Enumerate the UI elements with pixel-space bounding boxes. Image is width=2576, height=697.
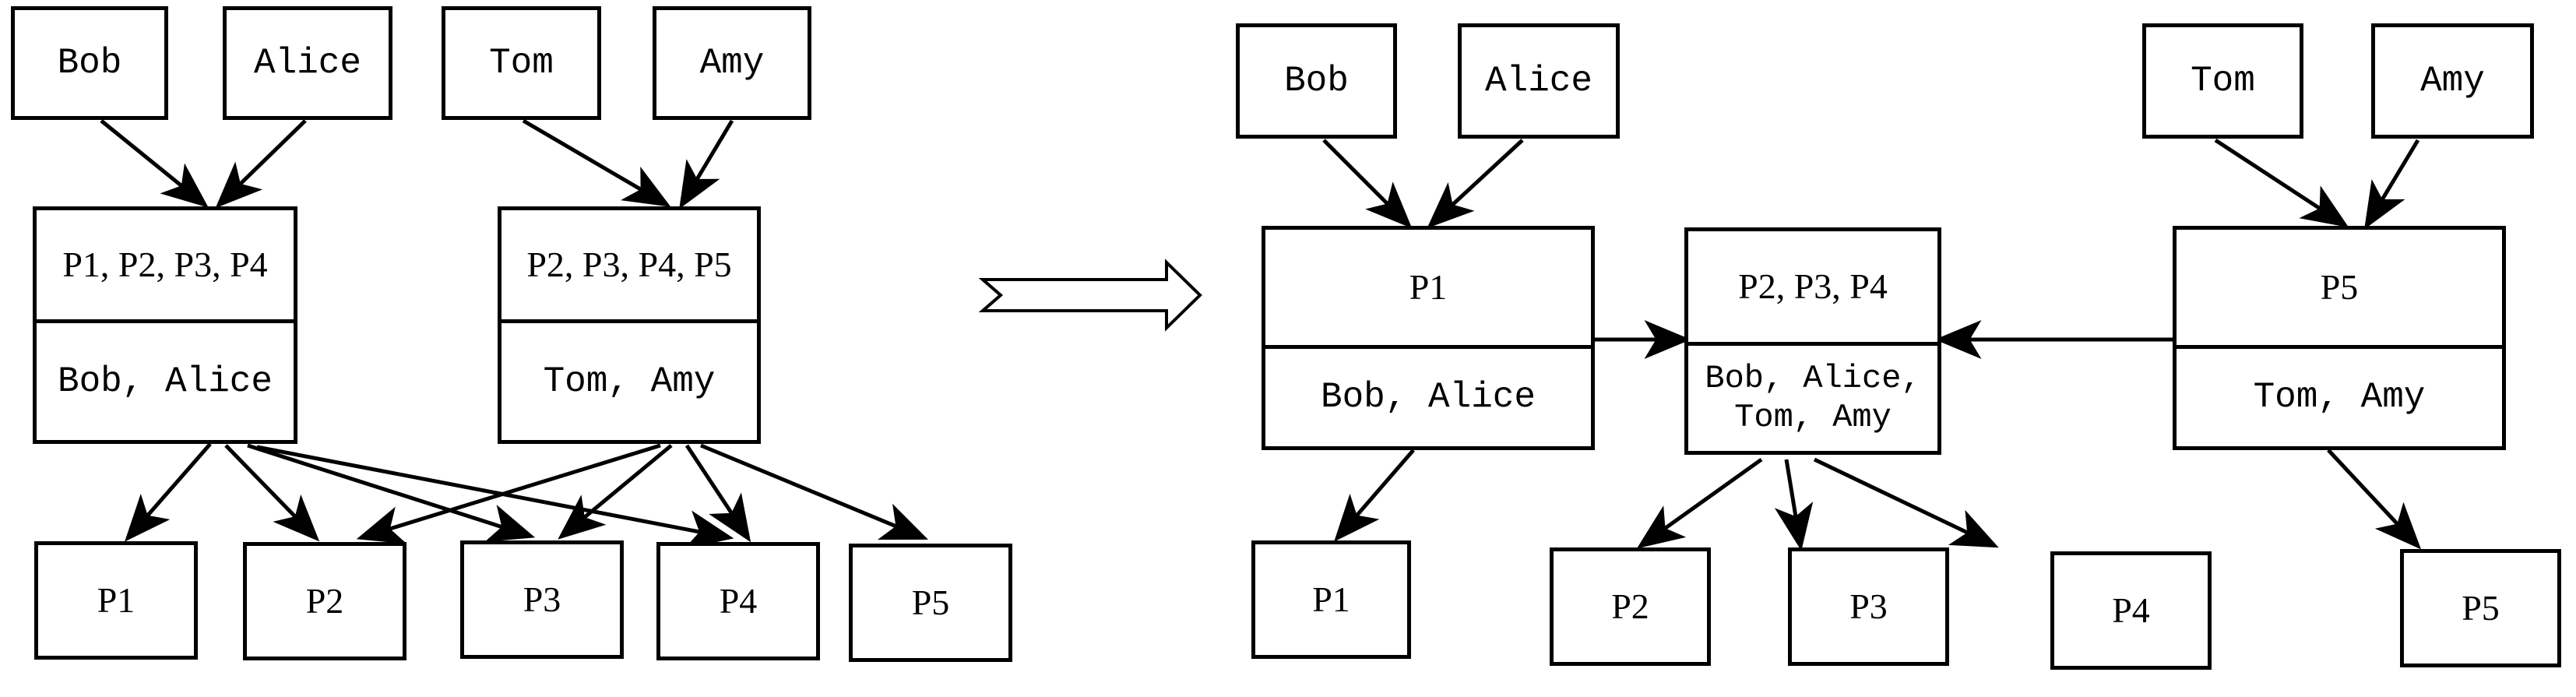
- actor-label-amy-right: Amy: [2420, 60, 2485, 101]
- group-box-left-2[interactable]: P2, P3, P4, P5 Tom, Amy: [498, 206, 761, 444]
- actor-box-alice-right[interactable]: Alice: [1458, 23, 1620, 139]
- group-members-left-1: Bob, Alice: [37, 319, 294, 440]
- edge-r-group1-to-p1: [1334, 449, 1415, 542]
- edge-group2-to-p5: [700, 443, 928, 540]
- group-box-right-2[interactable]: P5 Tom, Amy: [2173, 226, 2506, 450]
- edge-r-bob-to-group1: [1322, 139, 1413, 229]
- edge-group1-to-p2: [224, 444, 320, 542]
- permission-box-right-p2[interactable]: P2: [1550, 547, 1711, 666]
- group-members-left-2: Tom, Amy: [501, 319, 757, 440]
- edge-group1-to-p4: [256, 445, 734, 549]
- actor-label-tom-left: Tom: [489, 42, 554, 83]
- group-permissions-right-merged: P2, P3, P4: [1738, 266, 1888, 306]
- group-box-right-merged[interactable]: P2, P3, P4 Bob, Alice, Tom, Amy: [1684, 227, 1941, 455]
- actor-label-amy-left: Amy: [699, 42, 765, 83]
- actor-box-tom-right[interactable]: Tom: [2142, 23, 2303, 139]
- permission-box-left-p3[interactable]: P3: [460, 540, 624, 659]
- permission-label-right-p2: P2: [1611, 586, 1649, 626]
- edge-r-alice-to-group1: [1427, 139, 1524, 229]
- permission-label-right-p3: P3: [1849, 586, 1888, 626]
- permission-label-left-p3: P3: [523, 579, 561, 619]
- actor-label-alice-right: Alice: [1484, 60, 1593, 101]
- permission-box-left-p2[interactable]: P2: [243, 542, 406, 660]
- actor-box-tom-left[interactable]: Tom: [442, 6, 601, 120]
- permission-box-left-p1[interactable]: P1: [34, 541, 198, 660]
- permission-box-right-p3[interactable]: P3: [1788, 547, 1949, 666]
- edge-r-amy-to-group2: [2364, 139, 2420, 230]
- edge-r-tom-to-group2: [2214, 138, 2349, 228]
- edge-r-merged-to-p4: [1813, 457, 1999, 548]
- permission-box-left-p4[interactable]: P4: [656, 542, 820, 660]
- permission-box-right-p5[interactable]: P5: [2400, 549, 2561, 667]
- actor-label-tom-right: Tom: [2191, 60, 2255, 101]
- permission-label-left-p2: P2: [305, 580, 344, 621]
- edge-tom-to-group2: [522, 118, 671, 207]
- edge-bob-to-group1: [100, 119, 209, 208]
- actor-box-amy-right[interactable]: Amy: [2371, 23, 2534, 139]
- edge-amy-to-group2: [679, 119, 734, 209]
- permission-box-right-p4[interactable]: P4: [2050, 551, 2212, 670]
- permission-label-right-p4: P4: [2112, 590, 2150, 630]
- edge-r-group2-to-p5: [2327, 449, 2422, 550]
- actor-box-bob-right[interactable]: Bob: [1236, 23, 1397, 139]
- permission-label-left-p5: P5: [911, 582, 950, 622]
- actor-label-bob-right: Bob: [1284, 60, 1349, 101]
- edge-group2-to-p2: [356, 443, 661, 544]
- group-members-right-merged: Bob, Alice, Tom, Amy: [1688, 342, 1937, 451]
- group-members-right-1: Bob, Alice: [1265, 345, 1591, 446]
- permission-label-left-p4: P4: [719, 580, 758, 621]
- actor-label-alice-left: Alice: [253, 42, 362, 83]
- group-box-left-1[interactable]: P1, P2, P3, P4 Bob, Alice: [33, 206, 297, 444]
- permission-box-right-p1[interactable]: P1: [1251, 540, 1411, 659]
- permission-label-right-p1: P1: [1312, 579, 1350, 619]
- group-permissions-right-2: P5: [2320, 266, 2359, 307]
- permission-box-left-p5[interactable]: P5: [849, 544, 1012, 662]
- edge-group2-to-p3: [558, 444, 673, 540]
- actor-label-bob-left: Bob: [57, 42, 122, 83]
- group-box-right-1[interactable]: P1 Bob, Alice: [1262, 226, 1595, 450]
- group-permissions-left-1: P1, P2, P3, P4: [62, 244, 268, 284]
- edge-alice-to-group1: [215, 119, 307, 209]
- transform-arrow-icon: [978, 259, 1202, 332]
- edge-group1-to-p1: [125, 442, 212, 542]
- edge-group2-to-p4: [684, 444, 751, 543]
- edge-r-merged-to-p3: [1774, 459, 1814, 551]
- edge-group1-to-p3: [247, 443, 536, 542]
- permission-label-right-p5: P5: [2462, 587, 2500, 628]
- actor-box-bob-left[interactable]: Bob: [11, 6, 168, 120]
- actor-box-alice-left[interactable]: Alice: [223, 6, 392, 120]
- group-permissions-left-2: P2, P3, P4, P5: [526, 244, 732, 284]
- group-members-right-2: Tom, Amy: [2177, 345, 2502, 446]
- permission-label-left-p1: P1: [97, 579, 135, 620]
- actor-box-amy-left[interactable]: Amy: [653, 6, 811, 120]
- group-permissions-right-1: P1: [1409, 266, 1448, 307]
- edge-r-merged-to-p2: [1636, 457, 1763, 549]
